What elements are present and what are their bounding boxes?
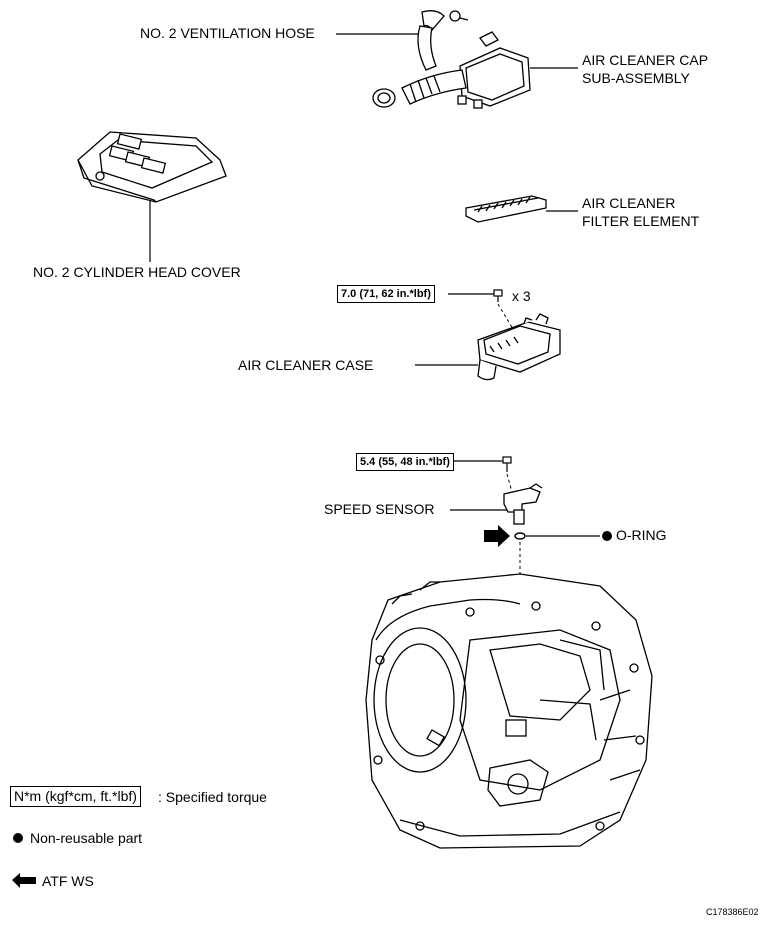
legend-non-reusable: Non-reusable part xyxy=(30,830,143,846)
torque-case-bolt-qty: x 3 xyxy=(512,288,531,304)
case-bolt-illustration xyxy=(493,289,503,302)
label-cylinder-head-cover: NO. 2 CYLINDER HEAD COVER xyxy=(33,264,241,280)
torque-case-bolt: 7.0 (71, 62 in.*lbf) xyxy=(337,285,435,303)
cylinder-head-cover-illustration xyxy=(77,131,227,203)
transaxle-illustration xyxy=(365,573,653,849)
label-o-ring: O-RING xyxy=(616,527,667,543)
o-ring-illustration xyxy=(514,532,526,540)
atf-arrow-icon xyxy=(484,525,510,547)
air-cleaner-case-illustration xyxy=(477,313,561,381)
non-reusable-dot-icon xyxy=(602,531,612,541)
air-cleaner-cap-illustration xyxy=(372,31,531,109)
ventilation-hose-illustration xyxy=(417,10,469,71)
label-filter-element-line1: AIR CLEANER xyxy=(582,195,676,211)
label-speed-sensor: SPEED SENSOR xyxy=(324,501,435,517)
sensor-bolt-illustration xyxy=(502,456,512,472)
legend-atf-arrow-icon xyxy=(12,873,36,888)
label-ventilation-hose: NO. 2 VENTILATION HOSE xyxy=(140,25,315,41)
legend-atf: ATF WS xyxy=(42,873,94,889)
figure-code: C178386E02 xyxy=(706,907,759,917)
label-air-cleaner-cap-line1: AIR CLEANER CAP xyxy=(582,52,709,68)
speed-sensor-illustration xyxy=(503,483,543,525)
label-air-cleaner-case: AIR CLEANER CASE xyxy=(238,357,374,373)
label-filter-element-line2: FILTER ELEMENT xyxy=(582,213,700,229)
legend-torque-desc: : Specified torque xyxy=(158,789,267,805)
filter-element-illustration xyxy=(465,195,547,223)
torque-sensor-bolt: 5.4 (55, 48 in.*lbf) xyxy=(356,453,454,471)
legend-non-reusable-dot-icon xyxy=(13,833,23,843)
legend-torque-units: N*m (kgf*cm, ft.*lbf) xyxy=(10,786,141,807)
label-air-cleaner-cap-line2: SUB-ASSEMBLY xyxy=(582,70,690,86)
